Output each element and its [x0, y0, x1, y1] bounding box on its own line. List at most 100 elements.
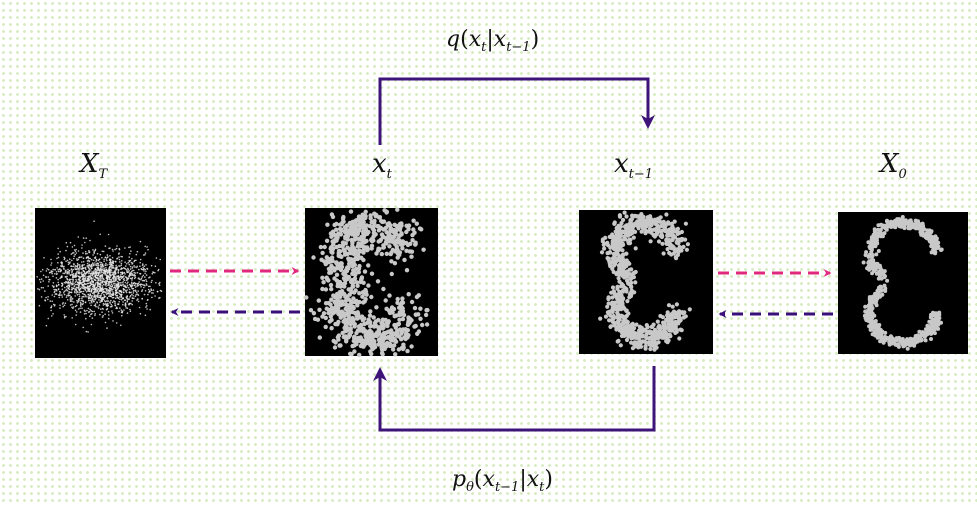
point — [126, 296, 128, 299]
point — [91, 285, 94, 288]
point — [308, 308, 314, 313]
point — [397, 317, 402, 322]
point — [142, 263, 144, 265]
point — [928, 230, 933, 235]
point — [159, 258, 161, 261]
point — [311, 311, 317, 316]
point — [883, 226, 888, 231]
point — [121, 255, 123, 258]
point — [143, 293, 146, 296]
point — [115, 322, 118, 324]
point — [139, 312, 142, 315]
point — [923, 338, 928, 343]
point — [110, 305, 113, 308]
point — [53, 295, 56, 298]
point — [934, 315, 939, 320]
point — [97, 285, 99, 288]
point — [132, 282, 135, 285]
point — [356, 217, 361, 222]
point — [116, 245, 118, 247]
point — [86, 260, 89, 262]
point — [109, 274, 111, 276]
point — [89, 308, 91, 311]
point — [85, 312, 87, 315]
point — [657, 332, 662, 337]
point — [101, 269, 103, 271]
point — [85, 317, 87, 320]
point — [44, 299, 46, 301]
point — [141, 276, 144, 278]
point — [134, 283, 137, 285]
point — [62, 267, 65, 269]
point — [137, 282, 140, 285]
point — [361, 250, 366, 255]
point — [869, 257, 874, 262]
point — [57, 281, 59, 284]
point — [108, 278, 110, 280]
point — [115, 264, 117, 267]
point — [928, 328, 933, 333]
point — [363, 297, 368, 302]
point — [114, 260, 117, 263]
point — [655, 319, 660, 324]
point — [619, 313, 624, 318]
point — [97, 306, 99, 308]
point — [913, 221, 918, 226]
point — [621, 217, 626, 223]
point — [396, 322, 401, 327]
point — [90, 263, 93, 266]
point — [124, 261, 126, 264]
point — [89, 297, 92, 300]
point — [63, 314, 65, 316]
point — [66, 299, 69, 301]
point — [392, 261, 398, 266]
point — [83, 282, 86, 285]
point — [81, 267, 83, 269]
point — [76, 259, 78, 262]
point — [105, 282, 107, 285]
point — [610, 256, 615, 261]
point — [57, 256, 60, 259]
point — [71, 317, 73, 319]
point — [104, 303, 106, 306]
point — [97, 259, 100, 262]
point — [357, 338, 363, 344]
point — [619, 221, 624, 226]
point — [333, 233, 338, 238]
point — [45, 296, 47, 299]
point — [397, 305, 402, 310]
point — [869, 247, 874, 252]
point — [304, 295, 309, 300]
point — [372, 218, 377, 224]
point — [337, 343, 342, 348]
point — [158, 284, 161, 287]
point — [139, 284, 142, 286]
point — [367, 328, 373, 333]
point — [121, 267, 123, 270]
point — [63, 292, 65, 294]
point — [125, 276, 127, 279]
point — [347, 292, 352, 297]
point — [931, 317, 935, 322]
point — [103, 272, 105, 275]
point — [106, 269, 109, 272]
point — [651, 227, 657, 232]
point — [70, 295, 72, 298]
point — [57, 269, 59, 271]
point — [106, 264, 108, 266]
point — [107, 233, 110, 236]
point — [121, 260, 123, 262]
point — [92, 259, 95, 262]
point — [413, 240, 418, 245]
point — [381, 332, 387, 337]
point — [146, 284, 148, 286]
point — [114, 293, 117, 295]
point — [111, 312, 114, 314]
point — [106, 292, 109, 295]
point — [94, 256, 97, 258]
point — [119, 265, 121, 267]
point — [618, 290, 623, 295]
point — [74, 290, 76, 293]
point — [138, 306, 141, 309]
point — [114, 291, 117, 294]
